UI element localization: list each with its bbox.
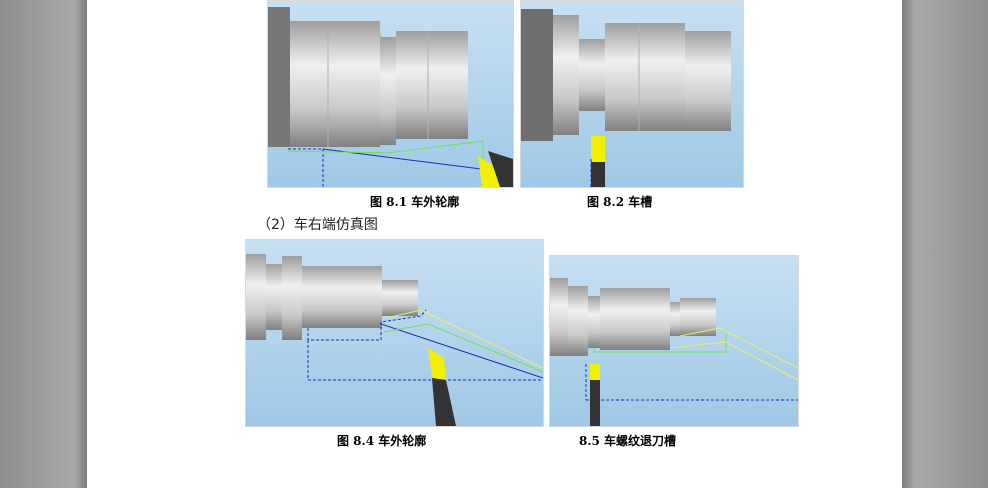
figure-8-2-image — [520, 0, 744, 188]
section-heading: （2）车右端仿真图 — [257, 217, 378, 233]
right-gutter — [902, 0, 988, 488]
figure-8-1-caption: 图 8.1 车外轮廓 — [370, 195, 460, 209]
figure-8-2-caption: 图 8.2 车槽 — [587, 195, 653, 209]
figure-8-5-caption: 8.5 车螺纹退刀槽 — [579, 434, 677, 448]
figure-8-4-caption: 图 8.4 车外轮廓 — [337, 434, 427, 448]
figure-8-5-image — [549, 255, 799, 427]
figure-8-4-image — [245, 239, 544, 427]
figure-8-1-image — [267, 0, 514, 188]
document-page: 图 8.1 车外轮廓 图 8.2 车槽 （2）车右端仿真图 — [87, 0, 902, 488]
left-gutter — [0, 0, 87, 488]
